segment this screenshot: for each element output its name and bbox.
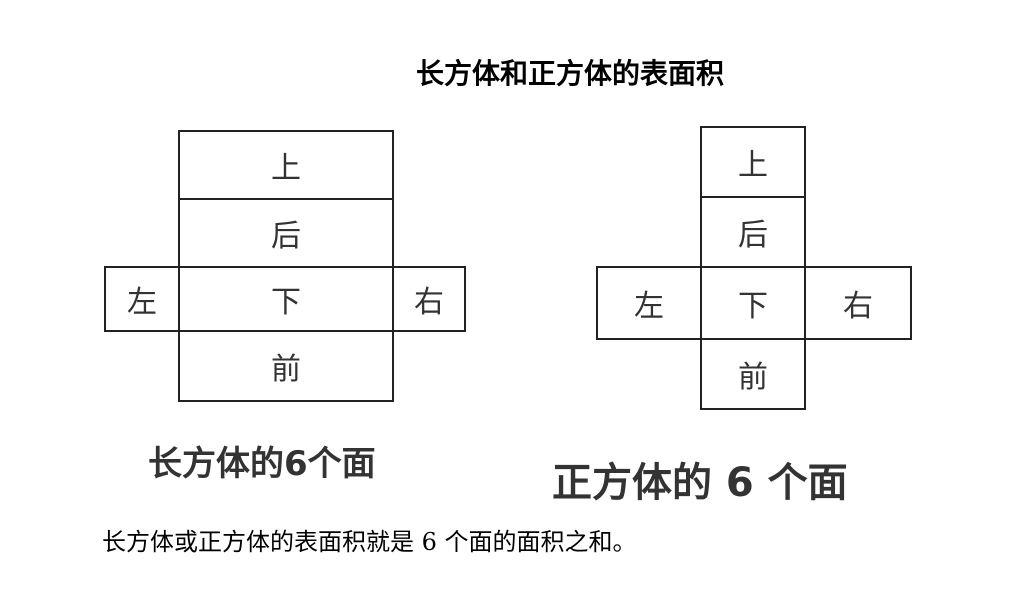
cube-caption: 正方体的 6 个面 (552, 460, 848, 506)
page-title: 长方体和正方体的表面积 (415, 57, 724, 90)
cuboid-face-top: 上 (178, 130, 394, 200)
cube-face-back: 后 (700, 196, 806, 268)
cube-face-bottom: 下 (700, 266, 806, 340)
cuboid-caption: 长方体的6个面 (148, 444, 376, 484)
cuboid-face-left: 左 (104, 266, 180, 332)
cube-face-right: 右 (804, 266, 912, 340)
cuboid-face-back: 后 (178, 198, 394, 268)
cube-face-front: 前 (700, 338, 806, 410)
cube-face-left: 左 (596, 266, 702, 340)
cuboid-face-bottom: 下 (178, 266, 394, 332)
cuboid-face-front: 前 (178, 330, 394, 402)
cube-face-top: 上 (700, 126, 806, 198)
cuboid-face-right: 右 (392, 266, 466, 332)
surface-area-statement: 长方体或正方体的表面积就是 6 个面的面积之和。 (102, 528, 637, 556)
